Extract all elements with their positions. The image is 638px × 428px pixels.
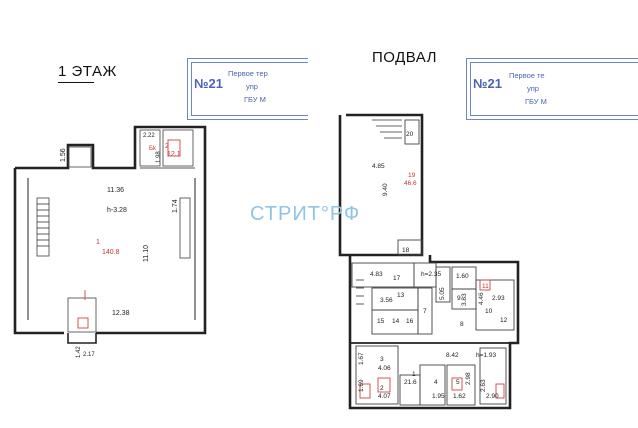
b-room-8: 8 bbox=[460, 321, 464, 328]
b-room-1: 1 bbox=[412, 371, 416, 378]
b-dim-290: 2.90 bbox=[486, 393, 499, 400]
floor1-dim-142: 1.42 bbox=[76, 346, 82, 358]
b-room-4: 4 bbox=[434, 379, 438, 386]
basement-title-text: ПОДВАЛ bbox=[372, 49, 437, 66]
b-room-11: 11 bbox=[482, 283, 489, 290]
floor1-title-text: 1 ЭТАЖ bbox=[58, 63, 117, 80]
basement-stamp-line2: упр bbox=[527, 84, 539, 93]
floor1-dim-222: 2.22 bbox=[143, 133, 155, 139]
b-dim-446: 4.46 bbox=[478, 292, 485, 305]
floor1-room2-label: 2 bbox=[165, 143, 169, 150]
floor1-dim-174: 1.74 bbox=[172, 199, 179, 213]
b-dim-263: 2.63 bbox=[480, 379, 487, 392]
b-dim-169: 1.69 bbox=[358, 379, 365, 392]
b-dim-162: 1.62 bbox=[453, 393, 466, 400]
b-room-2: 2 bbox=[380, 385, 384, 392]
b-dim-406: 4.06 bbox=[378, 365, 391, 372]
b-height-235: h=2.35 bbox=[421, 271, 441, 278]
floor1-title: 1 ЭТАЖ bbox=[58, 63, 117, 80]
b-dim-407: 4.07 bbox=[378, 393, 391, 400]
basement-stamp-line1: Первое те bbox=[509, 71, 545, 80]
b-dim-483: 4.83 bbox=[370, 271, 383, 278]
b-height-193: h=1.93 bbox=[476, 352, 496, 359]
b-area-216: 21.6 bbox=[404, 379, 417, 386]
b-room-7: 7 bbox=[423, 308, 427, 315]
floor1-stamp-line2: упр bbox=[246, 82, 258, 91]
basement-stamp-inner bbox=[470, 62, 638, 116]
b-area-466: 46.6 bbox=[404, 180, 417, 187]
b-dim-505: 5.05 bbox=[439, 287, 446, 300]
b-dim-298: 2.98 bbox=[465, 372, 472, 385]
basement-rooms bbox=[351, 119, 515, 406]
floor1-stamp-number: №21 bbox=[194, 76, 223, 91]
b-dim-160: 1.60 bbox=[456, 273, 469, 280]
b-room-16: 16 bbox=[406, 318, 414, 325]
floor1-room2-area: 12.1 bbox=[167, 151, 181, 158]
floor1-dim-1136: 11.36 bbox=[107, 187, 124, 194]
b-dim-293: 2.93 bbox=[492, 295, 505, 302]
b-room-10: 10 bbox=[485, 308, 493, 315]
floor1-dim-1238: 12.38 bbox=[112, 310, 130, 317]
b-room-3: 3 bbox=[380, 356, 384, 363]
floor1-room1-number: 1 bbox=[96, 239, 100, 246]
floor1-dim-198: 1.98 bbox=[156, 151, 162, 163]
floor1-dim-217: 2.17 bbox=[83, 352, 95, 358]
floor1-details bbox=[36, 129, 195, 333]
basement-stair bbox=[356, 119, 402, 305]
b-dim-485: 4.85 bbox=[372, 163, 385, 170]
b-room-19: 19 bbox=[408, 172, 416, 179]
basement-stamp: №21 Первое те упр ГБУ М bbox=[466, 58, 638, 120]
b-dim-356: 3.56 bbox=[380, 297, 393, 304]
b-room-17: 17 bbox=[393, 275, 401, 282]
b-room-5: 5 bbox=[456, 379, 460, 386]
b-room-9: 9 bbox=[457, 295, 461, 302]
basement-stamp-line3: ГБУ М bbox=[525, 97, 547, 106]
basement-red-marks bbox=[359, 279, 505, 399]
watermark-logo: СТРИТ°РФ bbox=[250, 203, 361, 225]
b-room-14: 14 bbox=[392, 318, 400, 325]
floor1-stamp-line3: ГБУ М bbox=[244, 95, 266, 104]
b-room-18: 18 bbox=[402, 247, 410, 254]
floor1-room1-area: 140.8 bbox=[102, 249, 120, 256]
b-dim-195: 1.95 bbox=[432, 393, 445, 400]
b-dim-842: 8.42 bbox=[446, 352, 459, 359]
b-dim-940: 9.40 bbox=[382, 183, 389, 196]
floor1-room3-label: Бk bbox=[149, 146, 157, 152]
floor1-stamp-inner bbox=[191, 62, 308, 116]
basement-stamp-number: №21 bbox=[473, 76, 502, 91]
floor1-stair bbox=[37, 203, 49, 247]
b-room-12: 12 bbox=[500, 317, 508, 324]
b-room-13: 13 bbox=[397, 292, 405, 299]
b-dim-383: 3.83 bbox=[461, 293, 468, 306]
floor1-red-marks bbox=[77, 139, 181, 329]
b-room-20: 20 bbox=[406, 131, 414, 138]
floor1-height: h-3.28 bbox=[107, 207, 127, 214]
floor1-dim-156: 1.56 bbox=[60, 148, 67, 162]
floor1-title-underline bbox=[58, 82, 94, 83]
basement-title: ПОДВАЛ bbox=[372, 49, 437, 66]
floor1-dim-1110: 11.10 bbox=[143, 245, 150, 262]
floor1-stamp-line1: Первое тер bbox=[228, 69, 268, 78]
floor1-stamp: №21 Первое тер упр ГБУ М bbox=[187, 58, 308, 120]
b-dim-167: 1.67 bbox=[358, 352, 365, 365]
floor1-walls bbox=[13, 125, 207, 344]
b-room-15: 15 bbox=[377, 318, 385, 325]
